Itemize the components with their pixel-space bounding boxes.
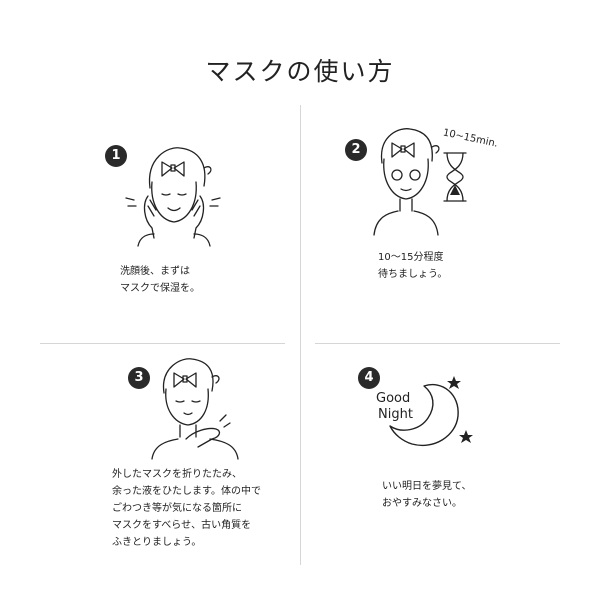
woman-patting-face-illustration (125, 147, 221, 247)
woman-wiping-neck-illustration (151, 358, 239, 460)
good-text: Good (376, 391, 410, 406)
step-4-description: いい明日を夢見て、 おやすみなさい。 (382, 481, 472, 509)
vertical-divider (300, 105, 301, 565)
good-night-moon-illustration: Good Night (376, 376, 473, 446)
horizontal-divider-left (40, 343, 285, 344)
timer-badge: 10~15min. (442, 127, 499, 149)
step-2-number: 2 (345, 139, 367, 161)
step-1-description: 洗顔後、まずは マスクで保湿を。 (120, 266, 200, 294)
step-1-number: 1 (105, 145, 127, 167)
night-text: Night (378, 407, 413, 422)
woman-with-sheet-mask-illustration: 10~15min. (373, 127, 499, 236)
page-title: マスクの使い方 (205, 57, 395, 86)
step-2-description: 10～15分程度 待ちましょう。 (378, 252, 448, 280)
step-3-description: 外したマスクを折りたたみ、 余った液をひたします。体の中で ごわつき等が気になる… (112, 469, 261, 548)
horizontal-divider-right (315, 343, 560, 344)
step-4-number: 4 (358, 367, 380, 389)
step-3-number: 3 (128, 367, 150, 389)
